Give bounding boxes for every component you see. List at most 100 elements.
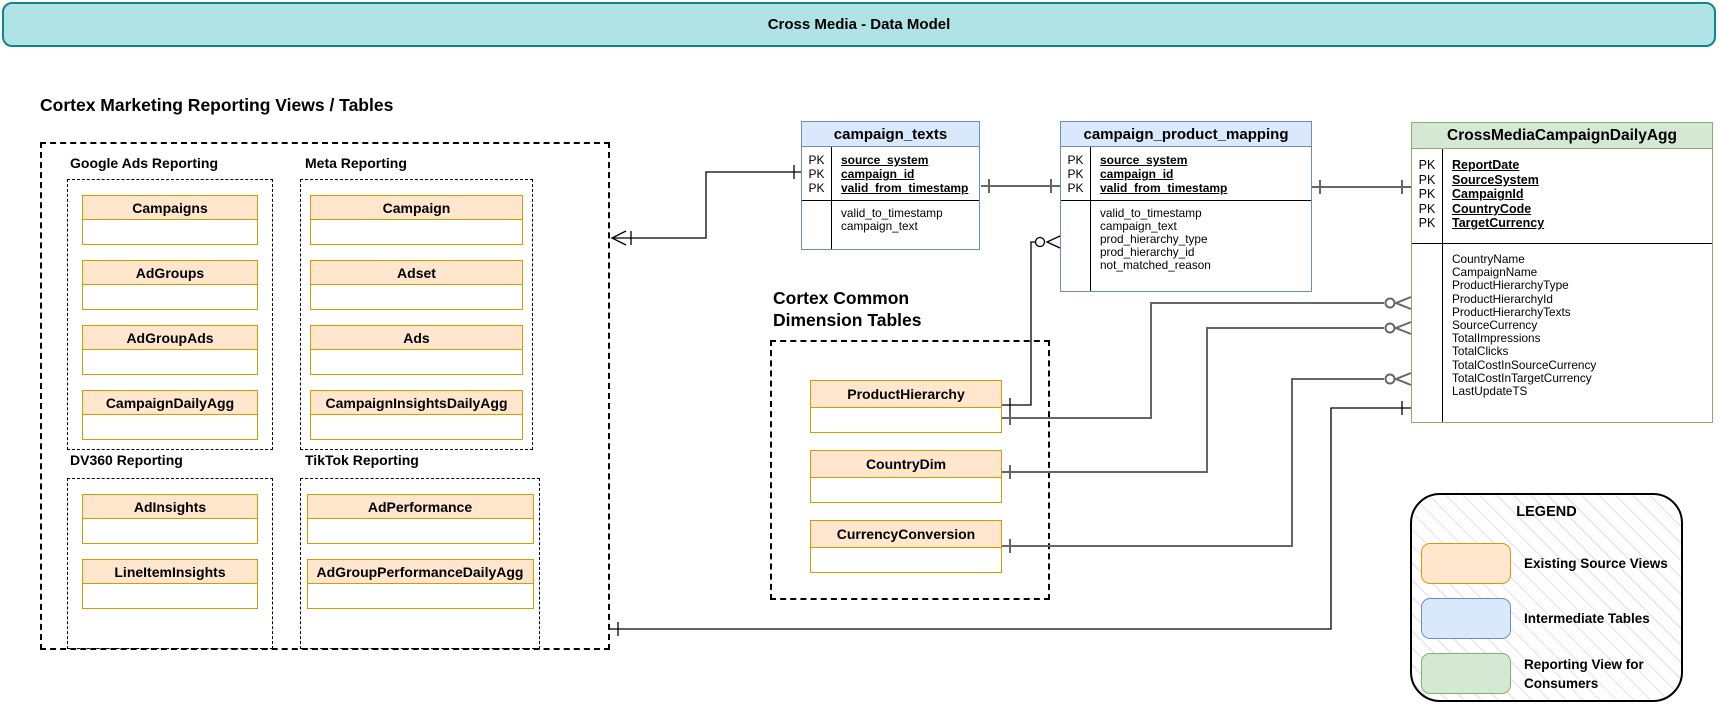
connector-producthierarchy-to-crossmedia [1002, 296, 1412, 425]
field: ProductHierarchyTexts [1452, 304, 1571, 319]
pk-field: CountryCode [1452, 201, 1532, 216]
pk-field: SourceSystem [1452, 172, 1539, 187]
entity-title: AdGroups [82, 260, 258, 285]
entity-body [810, 408, 1002, 433]
pk-field: campaign_id [841, 167, 915, 181]
connector-countrydim-to-crossmedia [1002, 321, 1412, 479]
pk-tag: PK [1067, 153, 1084, 167]
entity-body [82, 519, 258, 544]
pk-field: valid_from_timestamp [1100, 181, 1228, 195]
entity-body [810, 548, 1002, 573]
marketing-section-box [40, 142, 610, 650]
field: CampaignName [1452, 265, 1538, 280]
entity-title: AdPerformance [306, 494, 534, 519]
field: prod_hierarchy_id [1100, 245, 1195, 259]
legend-swatch [1421, 653, 1511, 694]
entity-body [82, 584, 258, 609]
entity-currencyconversion: CurrencyConversion [810, 520, 1002, 573]
entity-body [310, 350, 523, 375]
pk-tag: PK [1067, 181, 1084, 195]
entity-adgroups: AdGroups [82, 260, 258, 310]
entity-body [310, 220, 523, 245]
pk-tag: PK [1418, 216, 1436, 231]
field: prod_hierarchy_type [1100, 232, 1208, 246]
legend-label: Existing Source Views [1524, 556, 1668, 571]
entity-adinsights: AdInsights [82, 494, 258, 544]
entity-title: CampaignInsightsDailyAgg [310, 390, 523, 415]
group-label-meta: Meta Reporting [305, 155, 407, 171]
field: not_matched_reason [1100, 258, 1211, 272]
connector-mapping-to-crossmedia [1312, 180, 1411, 194]
legend-label: Intermediate Tables [1524, 611, 1650, 626]
field: SourceCurrency [1452, 318, 1538, 333]
entity-title: CampaignDailyAgg [82, 390, 258, 415]
field: TotalCostInSourceCurrency [1452, 357, 1597, 372]
entity-ads: Ads [310, 325, 523, 375]
field-label-column [802, 201, 832, 249]
group-label-google-ads: Google Ads Reporting [70, 155, 219, 171]
entity-title: AdGroupPerformanceDailyAgg [306, 559, 534, 584]
entity-title: ProductHierarchy [810, 380, 1002, 408]
pk-tag: PK [1418, 158, 1436, 172]
entity-title: AdGroupAds [82, 325, 258, 350]
entity-title: Ads [310, 325, 523, 350]
entity-adset: Adset [310, 260, 523, 310]
legend-title: LEGEND [1516, 504, 1577, 520]
field: ProductHierarchyId [1452, 291, 1553, 306]
pk-tag: PK [1418, 201, 1436, 216]
field-label-column [1061, 201, 1091, 291]
entity-campaigns: Campaigns [82, 195, 258, 245]
entity-body [82, 350, 258, 375]
field: TotalImpressions [1452, 331, 1541, 346]
field: valid_to_timestamp [841, 206, 943, 220]
entity-body [310, 415, 523, 440]
pk-field: CampaignId [1452, 187, 1524, 202]
entity-campaigninsightsdailyagg: CampaignInsightsDailyAgg [310, 390, 523, 440]
entity-title: Campaign [310, 195, 523, 220]
diagram-title: Cross Media - Data Model [767, 16, 951, 33]
pk-tag: PK [808, 153, 825, 167]
entity-body [810, 478, 1002, 503]
legend-swatch [1421, 543, 1511, 584]
field: valid_to_timestamp [1100, 206, 1202, 220]
field: campaign_text [1100, 219, 1177, 233]
connector-campaign-texts-to-mapping [981, 179, 1060, 193]
legend-item: Reporting View for Consumers [1421, 653, 1672, 694]
field: campaign_text [841, 219, 918, 233]
entity-adgroupads: AdGroupAds [82, 325, 258, 375]
entity-title: Campaigns [82, 195, 258, 220]
legend-item: Intermediate Tables [1421, 598, 1672, 639]
field: ProductHierarchyType [1452, 278, 1569, 293]
pk-tag: PK [808, 181, 825, 195]
field: LastUpdateTS [1452, 384, 1528, 399]
entity-title: AdInsights [82, 494, 258, 519]
title-banner: Cross Media - Data Model [2, 2, 1716, 47]
pk-field: ReportDate [1452, 158, 1520, 172]
entity-campaigndailyagg: CampaignDailyAgg [82, 390, 258, 440]
legend-swatch [1421, 598, 1511, 639]
pk-field: campaign_id [1100, 167, 1174, 181]
entity-title: CurrencyConversion [810, 520, 1002, 548]
group-label-dv360: DV360 Reporting [70, 452, 183, 468]
entity-body [306, 519, 534, 544]
entity-body [82, 415, 258, 440]
field: TotalCostInTargetCurrency [1452, 370, 1592, 385]
entity-producthierarchy: ProductHierarchy [810, 380, 1002, 433]
connector-marketing-to-campaign-texts [610, 165, 801, 246]
legend-label: Reporting View for Consumers [1524, 656, 1644, 691]
entity-adgroupperformancedailyagg: AdGroupPerformanceDailyAgg [306, 559, 534, 609]
entity-adperformance: AdPerformance [306, 494, 534, 544]
